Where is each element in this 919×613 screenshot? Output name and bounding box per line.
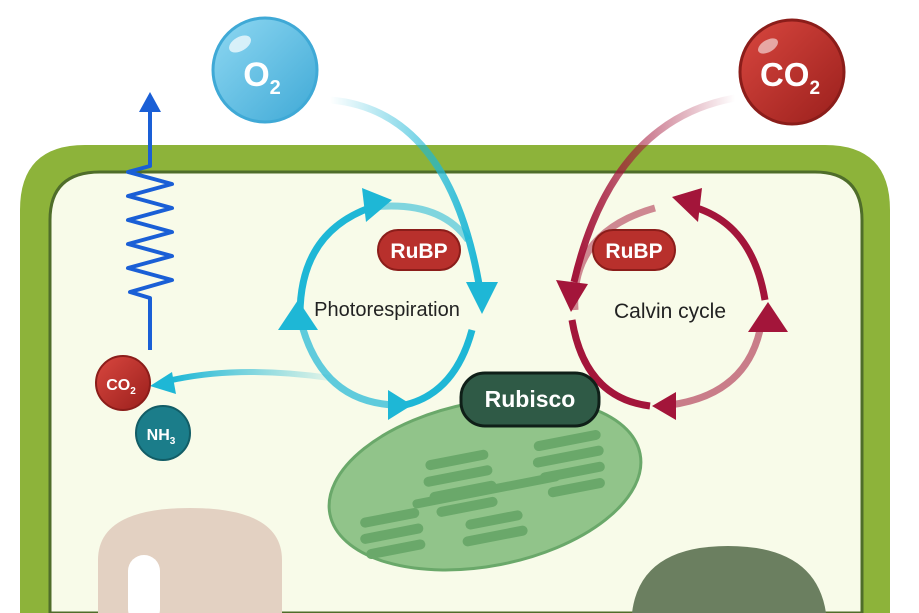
- rubisco-label: Rubisco: [485, 386, 576, 412]
- calvin-arrowheads: [652, 188, 788, 420]
- photorespiration-label: Photorespiration: [314, 299, 460, 321]
- chloroplast-icon: [327, 396, 643, 572]
- co2-small-subscript: 2: [130, 386, 136, 397]
- co2-small-bubble-icon: CO2: [95, 355, 151, 411]
- rubp-badge-photorespiration: RuBP: [377, 229, 461, 271]
- wavy-release-arrow-icon: [126, 92, 174, 350]
- svg-text:O2: O2: [243, 56, 281, 99]
- svg-text:NH3: NH3: [147, 427, 176, 447]
- plant-cell: [20, 145, 890, 613]
- co2-small-label: CO: [106, 377, 130, 394]
- rubp-calvin-label: RuBP: [605, 240, 662, 263]
- co2-subscript: 2: [809, 78, 820, 99]
- rubisco-badge: Rubisco: [459, 371, 601, 428]
- rubp-badge-calvin: RuBP: [592, 229, 676, 271]
- nucleus-icon: [632, 546, 826, 613]
- nh3-subscript: 3: [170, 436, 176, 447]
- cell-membrane: [48, 170, 864, 613]
- o2-label: O: [243, 56, 269, 94]
- nh3-bubble-icon: NH3: [135, 405, 191, 461]
- vacuole-icon: [98, 508, 282, 613]
- rubp-photo-label: RuBP: [390, 240, 447, 263]
- photorespiration-exit-arrow: [150, 368, 331, 394]
- nh3-label: NH: [147, 427, 170, 444]
- calvin-cycle-label: Calvin cycle: [614, 300, 726, 323]
- svg-text:CO2: CO2: [106, 377, 136, 397]
- co2-input-arrow: [556, 94, 736, 312]
- svg-text:CO2: CO2: [760, 56, 820, 99]
- photorespiration-arrowheads: [278, 188, 412, 420]
- photorespiration-cycle: [296, 202, 476, 409]
- o2-input-arrow: [329, 96, 498, 314]
- o2-subscript: 2: [270, 77, 281, 99]
- o2-bubble-icon: O2: [211, 16, 319, 124]
- co2-label: CO: [760, 56, 810, 93]
- co2-bubble-icon: CO2: [738, 18, 846, 126]
